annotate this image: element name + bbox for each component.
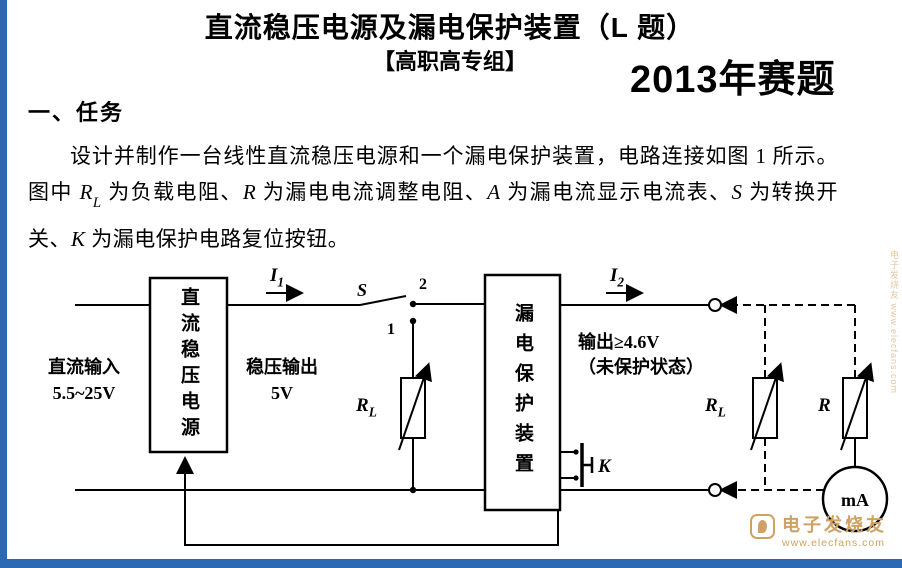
year-annotation: 2013年赛题 bbox=[630, 59, 836, 101]
watermark: 电子发烧友 www.elecfans.com bbox=[750, 511, 887, 549]
terminal-top bbox=[708, 298, 722, 312]
output-spec-label: 输出≥4.6V （未保护状态） bbox=[578, 330, 704, 380]
regulator-box bbox=[148, 276, 229, 454]
reset-button-label: K bbox=[598, 456, 611, 477]
i1-label: I1 bbox=[270, 265, 285, 290]
output-spec-line2: （未保护状态） bbox=[578, 357, 704, 377]
reset-contact-dot-bottom bbox=[573, 475, 579, 481]
rl-right-variable-arrow bbox=[750, 362, 784, 451]
dc-input-label: 直流输入 5.5~25V bbox=[28, 354, 140, 406]
switch-label: S bbox=[357, 280, 368, 300]
meter-label: mA bbox=[841, 490, 869, 510]
protector-box-label: 漏电保护装置 bbox=[512, 302, 533, 483]
reset-button-contacts bbox=[560, 451, 576, 479]
side-watermark: 电子发烧友 www.elecfans.com bbox=[889, 250, 899, 395]
task-paragraph: 设计并制作一台线性直流稳压电源和一个漏电保护装置，电路连接如图 1 所示。图中 … bbox=[28, 144, 839, 251]
bottom-border-bar bbox=[0, 559, 902, 568]
dc-input-line2: 5.5~25V bbox=[52, 383, 116, 403]
regulated-output-label: 稳压输出 5V bbox=[228, 354, 336, 406]
dc-input-line1: 直流输入 bbox=[48, 357, 120, 377]
elecfans-logo-icon bbox=[750, 514, 775, 539]
contact-1-label: 1 bbox=[387, 321, 395, 338]
terminal-bottom bbox=[708, 483, 722, 497]
regulator-box-label: 直流稳压电源 bbox=[178, 287, 199, 443]
r-adjust-label: R bbox=[818, 395, 831, 416]
rl-load-label: RL bbox=[356, 395, 377, 420]
watermark-url: www.elecfans.com bbox=[782, 537, 885, 549]
reset-button-stem bbox=[582, 457, 594, 473]
group-subtitle: 【高职高专组】 bbox=[372, 49, 527, 74]
contact-2-label: 2 bbox=[419, 276, 427, 293]
section-heading: 一、任务 bbox=[28, 100, 125, 125]
document-title: 直流稳压电源及漏电保护装置（L 题） bbox=[204, 12, 696, 43]
reset-contact-dot-top bbox=[573, 449, 579, 455]
rl-load-variable-arrow bbox=[398, 362, 432, 451]
watermark-text: 电子发烧友 www.elecfans.com bbox=[782, 511, 887, 549]
rl-right-label: RL bbox=[705, 395, 726, 420]
feedback-line bbox=[176, 456, 559, 546]
switch-contact-1-dot bbox=[409, 317, 417, 325]
switch-blade bbox=[359, 295, 407, 306]
regulated-output-line1: 稳压输出 bbox=[246, 357, 318, 377]
protector-box bbox=[483, 273, 562, 512]
regulated-output-line2: 5V bbox=[271, 383, 293, 403]
switch-contact-2-dot bbox=[409, 300, 417, 308]
left-border-bar bbox=[0, 0, 7, 568]
i2-label: I2 bbox=[610, 265, 625, 290]
watermark-name: 电子发烧友 bbox=[782, 515, 887, 535]
meter-circle bbox=[821, 465, 889, 533]
junction-dot bbox=[409, 486, 417, 494]
output-spec-line1: 输出≥4.6V bbox=[578, 332, 660, 352]
r-variable-arrow bbox=[840, 362, 874, 451]
